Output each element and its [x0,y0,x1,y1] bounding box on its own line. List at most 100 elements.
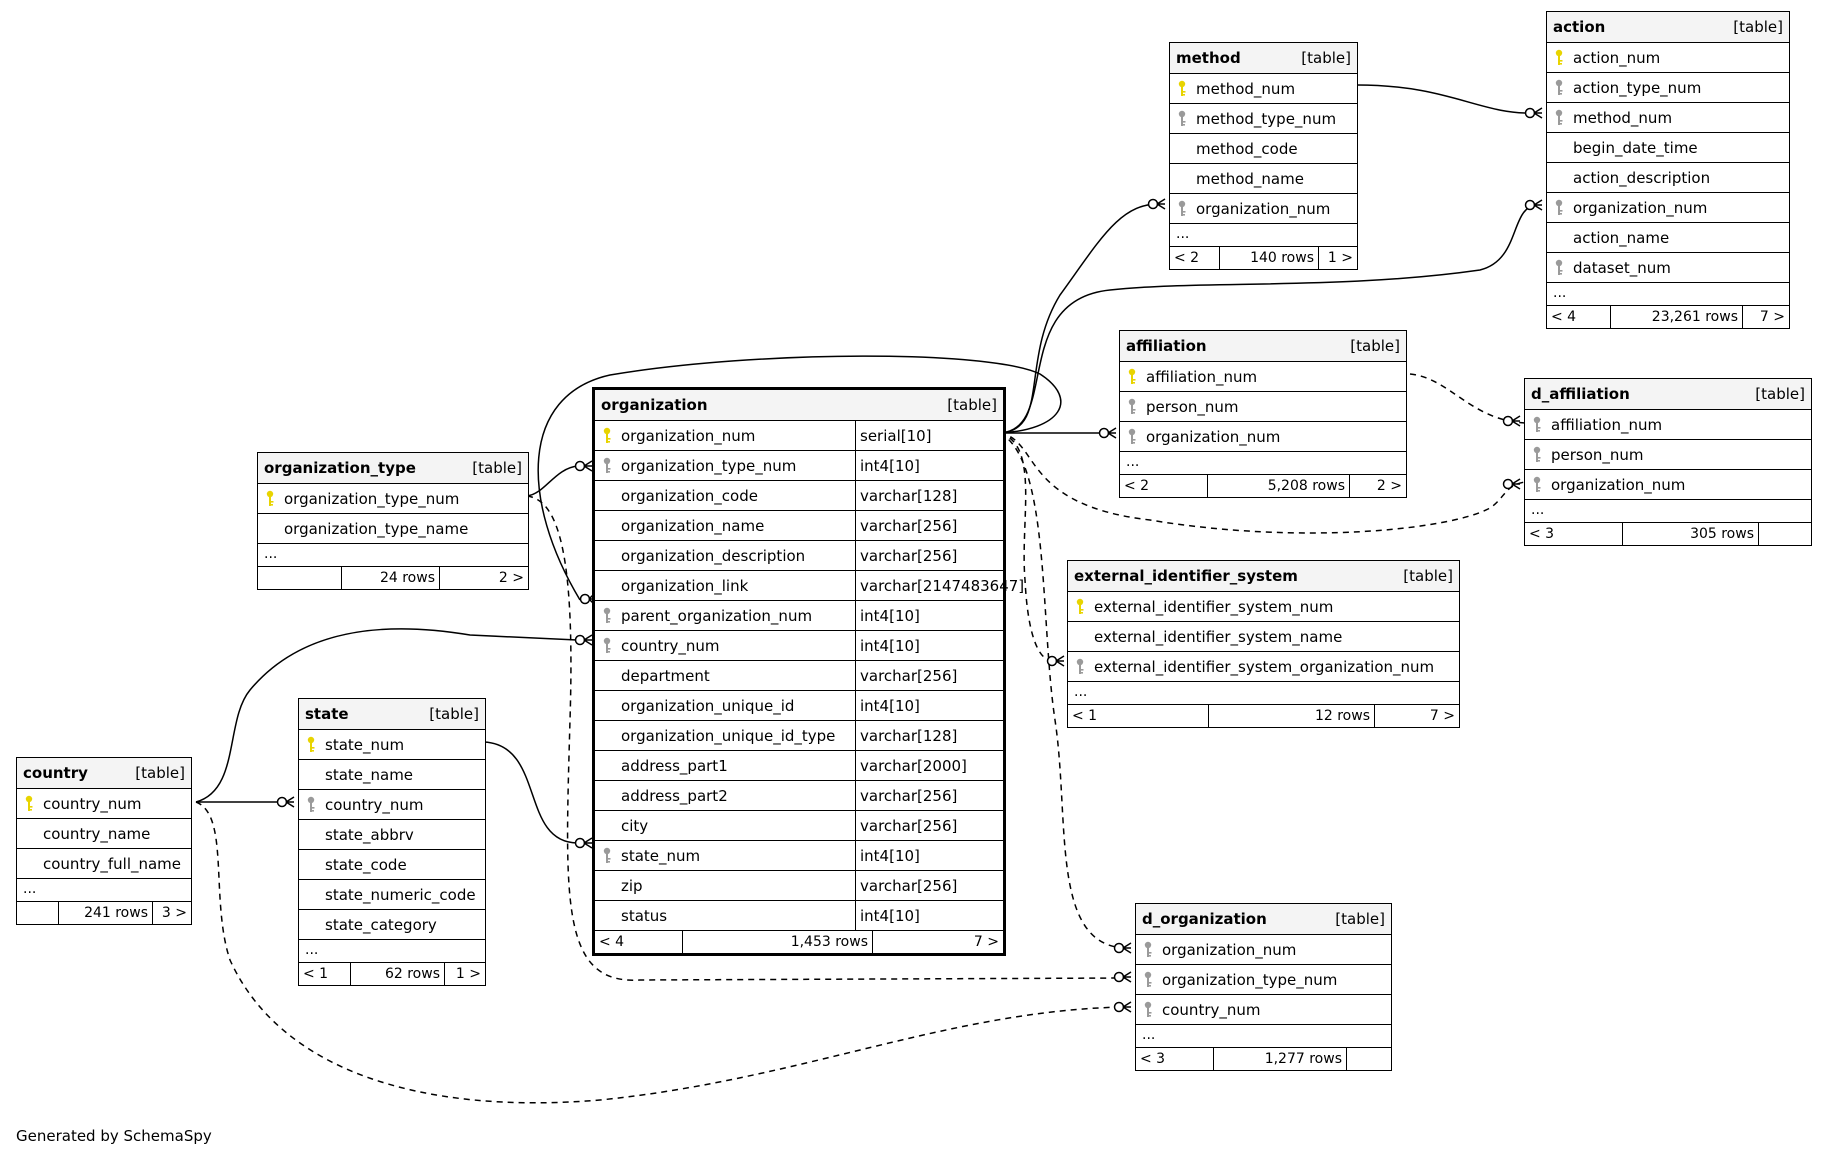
column-row[interactable]: organization_num [1120,422,1406,452]
column-row[interactable]: method_code [1170,134,1357,164]
children-count-link[interactable]: 7 > [1759,309,1785,325]
more-columns-ellipsis[interactable]: ... [1068,682,1459,705]
column-row[interactable]: organization_num [1136,935,1391,965]
column-row[interactable]: organization_num [1547,193,1789,223]
children-count-link[interactable] [1759,523,1811,545]
column-row[interactable]: method_num [1170,74,1357,104]
column-row[interactable]: country_num [299,790,485,820]
column-row[interactable]: person_num [1120,392,1406,422]
table-name[interactable]: country [23,764,88,782]
children-count-link[interactable]: 7 > [973,934,999,950]
column-row[interactable]: external_identifier_system_organization_… [1068,652,1459,682]
column-row[interactable]: state_abbrv [299,820,485,850]
more-columns-ellipsis[interactable]: ... [1547,283,1789,306]
column-row[interactable]: state_numeric_code [299,880,485,910]
children-count-link[interactable]: 1 > [455,966,481,982]
column-row[interactable]: begin_date_time [1547,133,1789,163]
table-name[interactable]: organization [601,396,708,414]
parents-count-link[interactable]: < 3 [1525,523,1623,545]
parents-count-link[interactable]: < 4 [595,931,683,953]
more-columns-ellipsis[interactable]: ... [1170,224,1357,247]
table-organization-type[interactable]: organization_type[table]organization_typ… [257,452,529,590]
column-row[interactable]: affiliation_num [1525,410,1811,440]
column-row[interactable]: state_name [299,760,485,790]
more-columns-ellipsis[interactable]: ... [1525,500,1811,523]
parents-count-link[interactable]: < 2 [1170,247,1220,269]
column-row[interactable]: affiliation_num [1120,362,1406,392]
column-row[interactable]: organization_type_num [1136,965,1391,995]
children-count-link[interactable]: 3 > [161,905,187,921]
more-columns-ellipsis[interactable]: ... [17,879,191,902]
more-columns-ellipsis[interactable]: ... [258,544,528,567]
column-row[interactable]: state_num [299,730,485,760]
children-count-link[interactable]: 1 > [1327,250,1353,266]
column-row[interactable]: country_name [17,819,191,849]
column-row[interactable]: dataset_num [1547,253,1789,283]
table-name[interactable]: d_affiliation [1531,385,1630,403]
parents-count-link[interactable] [258,567,342,589]
column-row[interactable]: organization_num [1170,194,1357,224]
parents-count-link[interactable]: < 3 [1136,1048,1214,1070]
children-count-link[interactable] [1347,1048,1391,1070]
column-row[interactable]: person_num [1525,440,1811,470]
column-row[interactable]: country_num [17,789,191,819]
column-row[interactable]: method_type_num [1170,104,1357,134]
column-row[interactable]: method_num [1547,103,1789,133]
table-name[interactable]: d_organization [1142,910,1267,928]
column-row[interactable]: state_category [299,910,485,940]
more-columns-ellipsis[interactable]: ... [1120,452,1406,475]
table-name[interactable]: method [1176,49,1241,67]
table-name[interactable]: state [305,705,349,723]
table-name[interactable]: affiliation [1126,337,1207,355]
column-row[interactable]: action_name [1547,223,1789,253]
parents-count-link[interactable]: < 1 [299,963,351,985]
parents-count-link[interactable]: < 4 [1547,306,1611,328]
parents-count-link[interactable] [17,902,59,924]
column-row[interactable]: action_type_num [1547,73,1789,103]
column-row[interactable]: action_num [1547,43,1789,73]
table-name[interactable]: external_identifier_system [1074,567,1298,585]
parents-count-link[interactable]: < 2 [1120,475,1208,497]
children-count-link[interactable]: 2 > [498,570,524,586]
column-row[interactable]: organization_type_num [258,484,528,514]
column-row[interactable]: method_name [1170,164,1357,194]
column-row[interactable]: country_num [1136,995,1391,1025]
column-row[interactable]: organization_type_name [258,514,528,544]
table-external-identifier-system[interactable]: external_identifier_system[table]externa… [1067,560,1460,728]
column-row[interactable]: country_full_name [17,849,191,879]
children-count-link[interactable]: 7 > [1429,708,1455,724]
children-count-link[interactable]: 2 > [1376,478,1402,494]
column-row[interactable]: organization_num [1525,470,1811,500]
more-columns-ellipsis[interactable]: ... [1136,1025,1391,1048]
column-row[interactable]: state_code [299,850,485,880]
table-name[interactable]: action [1553,18,1606,36]
parents-count-link[interactable]: < 1 [1068,705,1209,727]
more-columns-ellipsis[interactable]: ... [299,940,485,963]
column-row[interactable]: external_identifier_system_name [1068,622,1459,652]
